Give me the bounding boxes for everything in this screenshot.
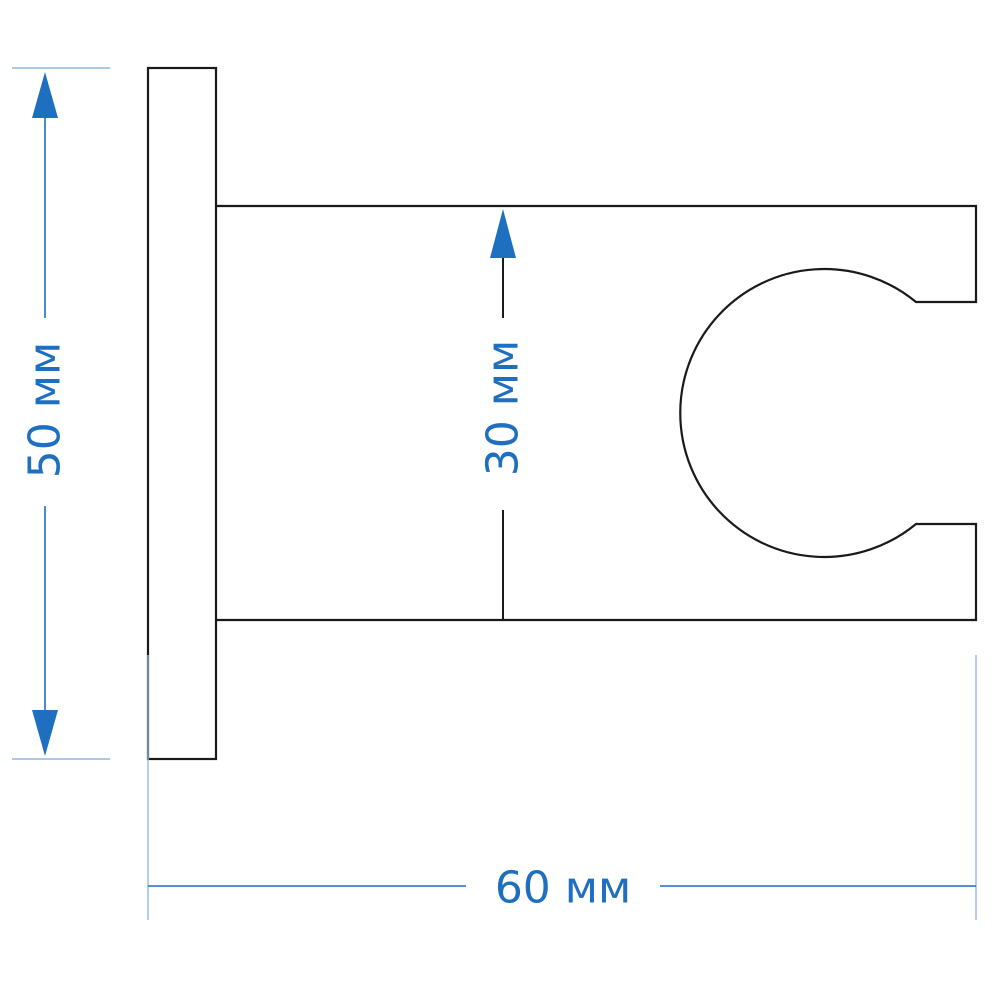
holder-height-label: 30 мм [478,340,529,476]
total-height-dimension: 50 мм [12,67,110,760]
total-width-label: 60 мм [495,863,631,914]
total-height-label: 50 мм [20,342,71,478]
holder-arrow-up-icon [490,209,516,258]
height-arrow-up-icon [32,72,58,118]
height-arrow-down-icon [32,710,58,756]
wall-plate-outline [146,66,218,761]
total-width-dimension: 60 мм [147,655,977,920]
holder-height-dimension: 30 мм [478,209,529,620]
holder-arm-outline [216,204,978,622]
